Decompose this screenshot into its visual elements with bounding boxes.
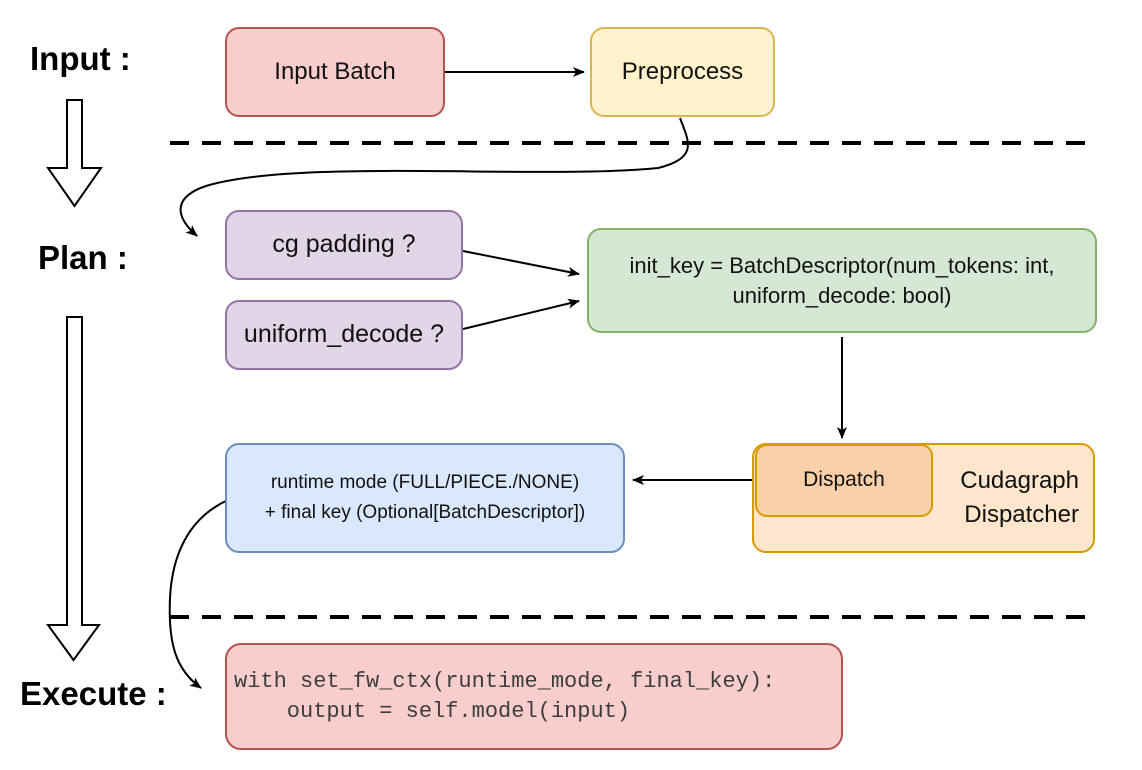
node-runtime-mode: runtime mode (FULL/PIECE./NONE) + final … <box>225 443 625 553</box>
stage-label-execute: Execute : <box>20 675 167 712</box>
hollow-down-arrow-plan <box>46 316 101 662</box>
node-cg-padding: cg padding ? <box>225 210 463 280</box>
node-init-key: init_key = BatchDescriptor(num_tokens: i… <box>587 228 1097 333</box>
node-cg-padding-label: cg padding ? <box>272 230 416 259</box>
hollow-down-arrow-input <box>46 99 103 208</box>
node-input-batch: Input Batch <box>225 27 445 117</box>
execute-code-line2: output = self.model(input) <box>234 698 631 724</box>
node-runtime-mode-line1: runtime mode (FULL/PIECE./NONE) <box>270 472 580 493</box>
node-uniform-decode-label: uniform_decode ? <box>243 320 445 349</box>
node-init-key-line1: init_key = BatchDescriptor(num_tokens: i… <box>629 252 1055 278</box>
curve-preprocess-to-cg-padding <box>179 117 689 237</box>
node-uniform-decode: uniform_decode ? <box>225 300 463 370</box>
node-cudagraph-line1: Cudagraph <box>960 467 1079 494</box>
node-runtime-mode-line2: + final key (Optional[BatchDescriptor]) <box>264 502 586 523</box>
node-cudagraph-line2: Dispatcher <box>964 501 1079 528</box>
node-input-batch-label: Input Batch <box>274 58 396 85</box>
node-dispatch-label: Dispatch <box>803 468 885 492</box>
curve-runtime-mode-to-execute-code <box>168 499 229 689</box>
node-init-key-line2: uniform_decode: bool) <box>732 282 952 308</box>
arrow-uniform-decode-to-init-key <box>462 298 580 330</box>
node-preprocess-label: Preprocess <box>621 58 744 85</box>
stage-label-input: Input : <box>30 40 131 77</box>
node-dispatch: Dispatch <box>755 444 933 517</box>
arrow-cg-padding-to-init-key <box>462 250 580 277</box>
stage-label-plan: Plan : <box>38 239 128 276</box>
node-preprocess: Preprocess <box>590 27 775 117</box>
execute-code-line1: with set_fw_ctx(runtime_mode, final_key)… <box>234 668 776 694</box>
node-execute-code: with set_fw_ctx(runtime_mode, final_key)… <box>225 643 843 750</box>
